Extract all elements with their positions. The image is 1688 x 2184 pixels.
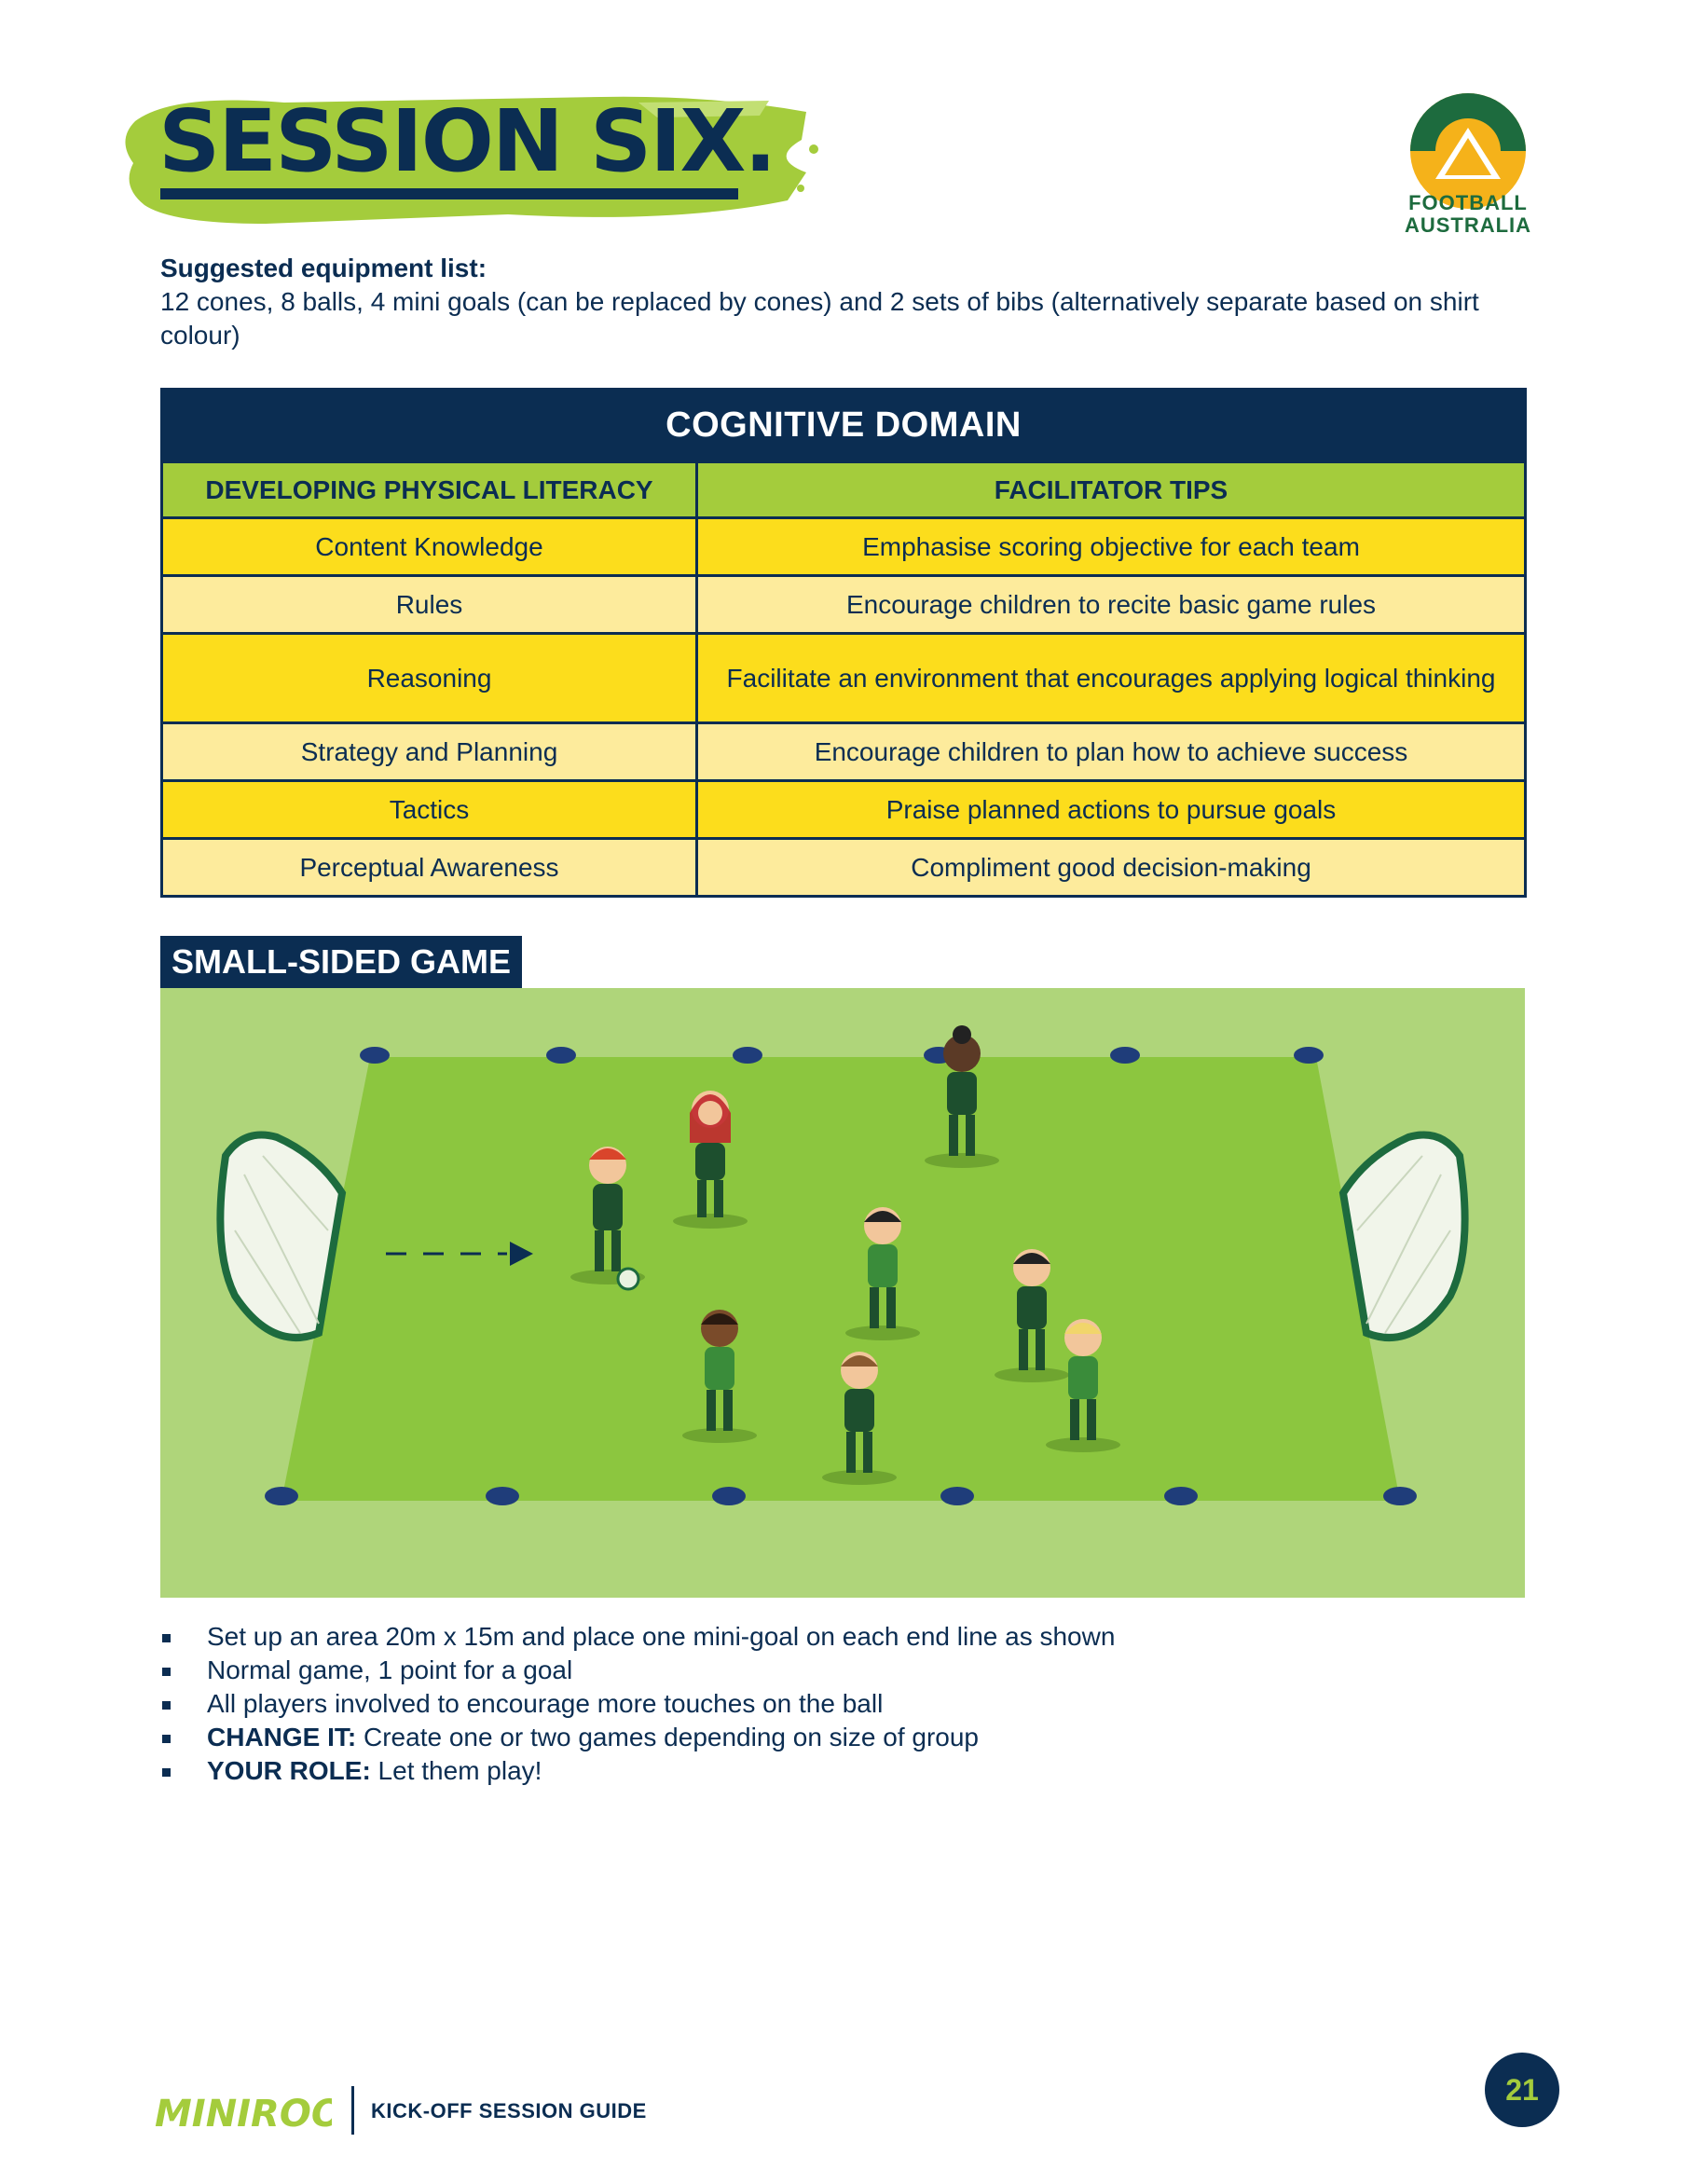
football-australia-logo <box>1410 93 1526 209</box>
table-row: Content Knowledge Emphasise scoring obje… <box>160 516 1527 577</box>
cone <box>712 1487 746 1505</box>
cone <box>1110 1047 1140 1064</box>
football-australia-wordmark: FOOTBALL AUSTRALIA <box>1379 192 1557 237</box>
bullet-text: Normal game, 1 point for a goal <box>207 1655 573 1684</box>
cognitive-domain-table: COGNITIVE DOMAIN DEVELOPING PHYSICAL LIT… <box>160 388 1527 898</box>
bullet-square-icon <box>162 1668 171 1676</box>
equipment-text: 12 cones, 8 balls, 4 mini goals (can be … <box>160 287 1479 350</box>
cone <box>486 1487 519 1505</box>
table-row: Rules Encourage children to recite basic… <box>160 574 1527 635</box>
table-title-row: COGNITIVE DOMAIN <box>160 388 1527 463</box>
player <box>570 1147 645 1291</box>
cones <box>265 1047 1417 1505</box>
skill-cell: Strategy and Planning <box>160 721 698 782</box>
table-row: Tactics Praise planned actions to pursue… <box>160 779 1527 840</box>
bullet-square-icon <box>162 1701 171 1710</box>
dribble-arrow <box>386 1242 533 1266</box>
equipment-heading: Suggested equipment list: <box>160 254 487 282</box>
cone <box>1383 1487 1417 1505</box>
title-underline <box>160 188 738 199</box>
table-row: Perceptual Awareness Compliment good dec… <box>160 837 1527 898</box>
list-item: Normal game, 1 point for a goal <box>160 1654 1527 1687</box>
page-number-badge: 21 <box>1485 2053 1559 2127</box>
game-instructions-list: Set up an area 20m x 15m and place one m… <box>160 1620 1527 1788</box>
cone <box>1164 1487 1198 1505</box>
footer-divider <box>351 2086 354 2135</box>
cone <box>265 1487 298 1505</box>
pitch-area <box>281 1057 1400 1501</box>
bullet-square-icon <box>162 1634 171 1642</box>
right-mini-goal <box>1338 1131 1469 1341</box>
logo-text-line2: AUSTRALIA <box>1404 213 1532 237</box>
bullet-bold: CHANGE IT: <box>207 1723 357 1751</box>
bullet-text: Set up an area 20m x 15m and place one m… <box>207 1622 1116 1651</box>
skill-cell: Content Knowledge <box>160 516 698 577</box>
small-sided-game-label: SMALL-SIDED GAME <box>160 936 522 988</box>
cone <box>1294 1047 1324 1064</box>
pitch-svg <box>216 1025 1469 1505</box>
tip-cell: Facilitate an environment that encourage… <box>695 632 1527 724</box>
tip-cell: Encourage children to plan how to achiev… <box>695 721 1527 782</box>
bullet-bold: YOUR ROLE: <box>207 1756 371 1785</box>
bullet-square-icon <box>162 1768 171 1777</box>
left-mini-goal <box>216 1131 347 1341</box>
player <box>995 1249 1069 1382</box>
pitch-diagram <box>160 988 1525 1598</box>
table-header-row: DEVELOPING PHYSICAL LITERACY FACILITATOR… <box>160 460 1527 519</box>
col-header-physical-literacy: DEVELOPING PHYSICAL LITERACY <box>160 460 698 519</box>
table-row: Reasoning Facilitate an environment that… <box>160 632 1527 724</box>
table-row: Strategy and Planning Encourage children… <box>160 721 1527 782</box>
list-item: YOUR ROLE: Let them play! <box>160 1754 1527 1788</box>
cone <box>546 1047 576 1064</box>
players <box>570 1025 1120 1485</box>
table-title: COGNITIVE DOMAIN <box>160 388 1527 463</box>
skill-cell: Tactics <box>160 779 698 840</box>
skill-cell: Reasoning <box>160 632 698 724</box>
player <box>682 1310 757 1443</box>
bullet-square-icon <box>162 1735 171 1743</box>
logo-text-line1: FOOTBALL <box>1408 191 1528 214</box>
skill-cell: Rules <box>160 574 698 635</box>
miniroos-logo-text: MINIROOS <box>155 2093 332 2136</box>
player <box>822 1352 897 1485</box>
player <box>673 1091 748 1229</box>
player <box>925 1025 999 1168</box>
list-item: CHANGE IT: Create one or two games depen… <box>160 1721 1527 1754</box>
cone <box>733 1047 762 1064</box>
footer-guide-title: KICK-OFF SESSION GUIDE <box>371 2099 647 2122</box>
bullet-text: Create one or two games depending on siz… <box>356 1723 979 1751</box>
tip-cell: Encourage children to recite basic game … <box>695 574 1527 635</box>
player <box>845 1207 920 1340</box>
cone <box>360 1047 390 1064</box>
col-header-facilitator-tips: FACILITATOR TIPS <box>695 460 1527 519</box>
tip-cell: Compliment good decision-making <box>695 837 1527 898</box>
skill-cell: Perceptual Awareness <box>160 837 698 898</box>
bullet-text: Let them play! <box>370 1756 542 1785</box>
miniroos-logo: MINIROOS <box>155 2093 332 2136</box>
bullet-text: All players involved to encourage more t… <box>207 1689 884 1718</box>
cone <box>940 1487 974 1505</box>
page-title: SESSION SIX. <box>158 91 776 191</box>
list-item: Set up an area 20m x 15m and place one m… <box>160 1620 1527 1654</box>
tip-cell: Praise planned actions to pursue goals <box>695 779 1527 840</box>
tip-cell: Emphasise scoring objective for each tea… <box>695 516 1527 577</box>
list-item: All players involved to encourage more t… <box>160 1687 1527 1721</box>
player <box>1046 1319 1120 1452</box>
